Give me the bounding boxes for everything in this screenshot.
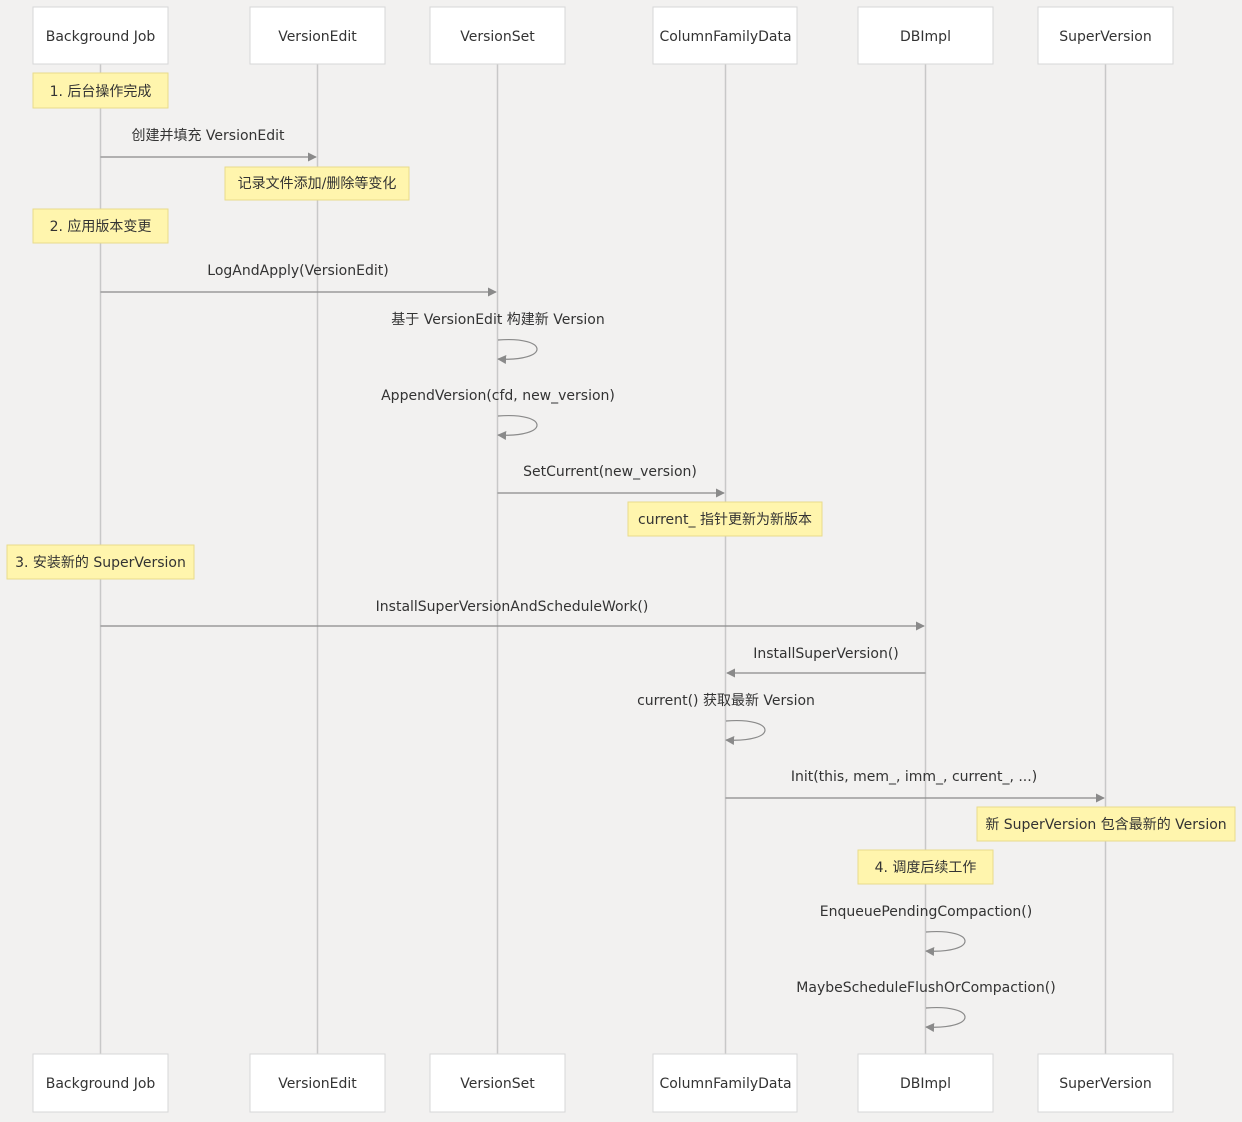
actor-dbimpl-top: DBImpl	[857, 6, 994, 65]
actor-label: SuperVersion	[1059, 29, 1152, 45]
note-background-complete: 1. 后台操作完成	[32, 72, 169, 109]
message-label: InstallSuperVersion()	[753, 646, 899, 662]
message-install-superversion: InstallSuperVersion()	[726, 646, 926, 678]
actor-label: ColumnFamilyData	[659, 1076, 791, 1092]
actor-label: DBImpl	[900, 1076, 951, 1092]
message-label: AppendVersion(cfd, new_version)	[381, 388, 615, 404]
self-message-loop	[497, 414, 538, 440]
note-record-file-changes: 记录文件添加/删除等变化	[224, 166, 410, 201]
message-label: Init(this, mem_, imm_, current_, ...)	[791, 769, 1037, 785]
note-text: 1. 后台操作完成	[50, 84, 152, 100]
note-text: 2. 应用版本变更	[50, 218, 152, 235]
actor-label: Background Job	[46, 1076, 156, 1092]
message-maybe-schedule-flush-or-compaction: MaybeScheduleFlushOrCompaction()	[796, 980, 1056, 1032]
note-install-superversion: 3. 安装新的 SuperVersion	[6, 544, 195, 580]
message-append-version: AppendVersion(cfd, new_version)	[381, 388, 615, 440]
message-label: MaybeScheduleFlushOrCompaction()	[796, 980, 1055, 996]
note-schedule-followup-work: 4. 调度后续工作	[857, 849, 994, 885]
message-build-new-version: 基于 VersionEdit 构建新 Version	[391, 311, 605, 364]
actor-label: VersionEdit	[278, 29, 357, 45]
note-text: 记录文件添加/删除等变化	[238, 175, 397, 192]
actor-versionset-bottom: VersionSet	[429, 1053, 566, 1113]
message-label: EnqueuePendingCompaction()	[820, 904, 1032, 920]
actor-columnfamilydata-top: ColumnFamilyData	[652, 6, 798, 65]
message-label: 创建并填充 VersionEdit	[131, 128, 285, 144]
note-new-superversion-contains-latest: 新 SuperVersion 包含最新的 Version	[976, 806, 1236, 842]
message-superversion-init: Init(this, mem_, imm_, current_, ...)	[725, 769, 1105, 803]
message-set-current: SetCurrent(new_version)	[497, 464, 725, 498]
message-label: 基于 VersionEdit 构建新 Version	[391, 311, 604, 328]
note-apply-version-change: 2. 应用版本变更	[32, 208, 169, 244]
actor-background-job-top: Background Job	[32, 6, 169, 65]
actor-versionset-top: VersionSet	[429, 6, 566, 65]
actor-versionedit-bottom: VersionEdit	[249, 1053, 386, 1113]
actor-columnfamilydata-bottom: ColumnFamilyData	[652, 1053, 798, 1113]
actor-label: VersionSet	[460, 29, 535, 45]
actor-superversion-top: SuperVersion	[1037, 6, 1174, 65]
actor-label: VersionEdit	[278, 1076, 357, 1092]
note-text: 4. 调度后续工作	[875, 859, 977, 876]
self-message-loop	[925, 1006, 966, 1032]
message-label: InstallSuperVersionAndScheduleWork()	[376, 599, 649, 615]
message-label: LogAndApply(VersionEdit)	[207, 263, 388, 279]
self-message-loop	[725, 719, 766, 745]
note-text: 3. 安装新的 SuperVersion	[15, 555, 186, 571]
self-message-loop	[925, 930, 966, 956]
message-label: current() 获取最新 Version	[637, 693, 815, 709]
actor-label: ColumnFamilyData	[659, 29, 791, 45]
note-text: current_ 指针更新为新版本	[638, 512, 812, 528]
message-get-current-version: current() 获取最新 Version	[637, 693, 815, 745]
note-text: 新 SuperVersion 包含最新的 Version	[985, 817, 1226, 833]
message-create-versionedit: 创建并填充 VersionEdit	[100, 128, 317, 162]
actor-dbimpl-bottom: DBImpl	[857, 1053, 994, 1113]
actor-label: DBImpl	[900, 29, 951, 45]
message-enqueue-pending-compaction: EnqueuePendingCompaction()	[820, 904, 1032, 956]
actor-versionedit-top: VersionEdit	[249, 6, 386, 65]
message-label: SetCurrent(new_version)	[523, 464, 697, 480]
actor-label: SuperVersion	[1059, 1076, 1152, 1092]
message-install-superversion-and-schedule-work: InstallSuperVersionAndScheduleWork()	[100, 599, 925, 631]
message-log-and-apply: LogAndApply(VersionEdit)	[100, 263, 497, 297]
note-current-pointer-updated: current_ 指针更新为新版本	[627, 501, 823, 537]
actor-label: VersionSet	[460, 1076, 535, 1092]
self-message-loop	[497, 338, 538, 364]
actor-superversion-bottom: SuperVersion	[1037, 1053, 1174, 1113]
actor-label: Background Job	[46, 29, 156, 45]
actor-background-job-bottom: Background Job	[32, 1053, 169, 1113]
